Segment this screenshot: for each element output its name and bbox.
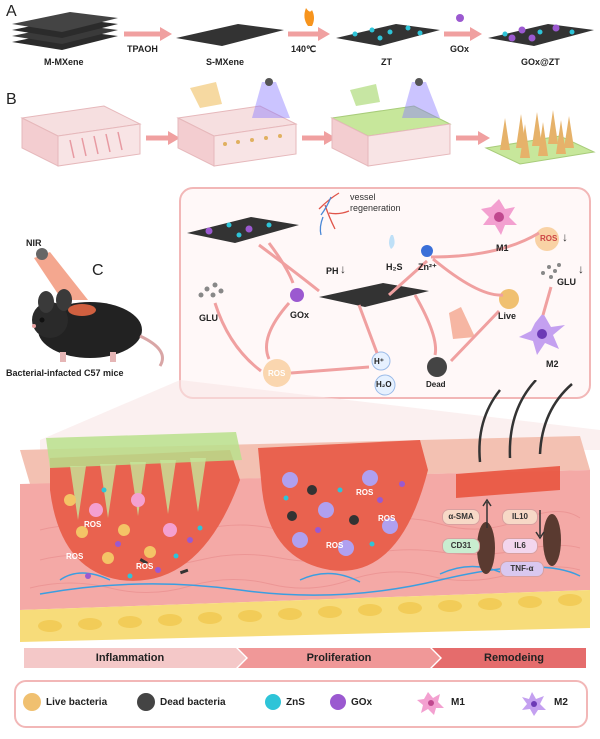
ph-label: PH <box>326 266 339 276</box>
h2o-label: H₂O <box>376 380 392 389</box>
nir-lamp-icon <box>36 248 48 260</box>
legend-live-bacteria: Live bacteria <box>46 697 108 708</box>
m2-label: M2 <box>546 359 559 369</box>
microneedle-patch <box>484 110 596 165</box>
zt-label: ZT <box>381 57 392 67</box>
marker-cd31: CD31 <box>442 538 480 554</box>
zt-sheet <box>336 24 440 46</box>
gox-zt-sheet <box>488 24 594 46</box>
ros-wound-6: ROS <box>326 541 344 550</box>
mold-backing <box>330 78 452 167</box>
ros-cloud-icon <box>535 227 559 251</box>
regeneration-label: regeneration <box>350 203 401 213</box>
dead-label: Dead <box>426 380 446 389</box>
stage-bar <box>24 648 586 668</box>
down-arrow-ros: ↓ <box>562 230 568 244</box>
arrow-gox <box>444 14 482 41</box>
mouse-illustration <box>32 248 164 367</box>
m-mxene-sheet <box>12 12 118 50</box>
ros-wound-4: ROS <box>356 488 374 497</box>
ros-wound-1: ROS <box>84 520 102 529</box>
mechanism-graphics <box>187 192 565 396</box>
gox-arrow-label: GOx <box>450 44 470 54</box>
marker-a-sma: α-SMA <box>442 509 480 525</box>
stage-proliferation: Proliferation <box>306 652 372 664</box>
arrow-heat <box>288 8 330 41</box>
marker-il10: IL10 <box>502 509 538 525</box>
vessel-label: vessel <box>350 192 376 202</box>
glu-dots-left-icon <box>198 282 224 298</box>
m-mxene-label: M-MXene <box>44 57 84 67</box>
panel-a-label: A <box>6 3 17 20</box>
hair-follicle <box>477 522 495 574</box>
h2o-bubble <box>374 374 396 396</box>
stage-remodeling: Remodeing <box>484 652 544 664</box>
legend-m2: M2 <box>554 697 568 708</box>
mold-empty <box>20 105 142 167</box>
wound-tissue <box>20 380 600 642</box>
ros-label-mech: ROS <box>540 234 558 243</box>
m2-cell-icon <box>519 313 565 355</box>
ros-wound-5: ROS <box>378 514 396 523</box>
marker-tnf: TNF-α <box>500 561 544 577</box>
arrow-tpaoh <box>124 27 172 41</box>
ros-wound-3: ROS <box>136 562 154 571</box>
legend-icons <box>23 692 546 716</box>
stage-inflammation: Inflammation <box>95 652 165 664</box>
legend-zns: ZnS <box>286 697 305 708</box>
glu-label-right: GLU <box>557 277 576 287</box>
uv-light-icon <box>252 82 290 118</box>
h-plus-bubble <box>371 351 391 371</box>
ros-label-bottom: ROS <box>268 369 286 378</box>
wound-patch-on-mouse <box>68 304 96 316</box>
mold-filled <box>176 78 298 167</box>
live-bacteria-mech-icon <box>499 289 519 309</box>
legend-box <box>14 680 588 728</box>
zt-sheet-mech <box>319 283 429 307</box>
legend-dead-bacteria: Dead bacteria <box>160 697 226 708</box>
panel-c-label: C <box>92 262 104 279</box>
zn-ion-icon <box>421 245 433 257</box>
gox-zt-label: GOx@ZT <box>521 57 560 67</box>
h2s-drop-icon <box>389 235 395 249</box>
s-mxene-sheet <box>176 24 284 46</box>
live-label: Live <box>498 311 517 321</box>
down-arrow-ph: ↓ <box>340 262 346 276</box>
gox-zt-sheet-mech <box>187 217 299 243</box>
gox-icon <box>330 694 346 710</box>
m1-label: M1 <box>496 243 509 253</box>
gox-label-mech: GOx <box>290 310 310 320</box>
h2s-label: H₂S <box>386 262 403 272</box>
mouse-caption: Bacterial-infacted C57 mice <box>6 368 124 378</box>
glu-dots-icon <box>541 263 561 279</box>
legend-m1: M1 <box>451 697 465 708</box>
s-mxene-label: S-MXene <box>206 57 245 67</box>
flame-icon <box>304 8 314 26</box>
panel-b-label: B <box>6 91 17 108</box>
hair-icon <box>478 380 573 463</box>
glu-label-left: GLU <box>199 313 218 323</box>
inflamed-wound <box>50 450 240 581</box>
legend-gox: GOx <box>351 697 373 708</box>
marker-il6: IL6 <box>502 538 538 554</box>
gox-particle-icon <box>456 14 464 22</box>
synthesis-graphics <box>12 8 594 50</box>
dead-bacteria-mech-icon <box>427 357 447 377</box>
gox-particle-mech-icon <box>290 288 304 302</box>
nir-beam <box>34 252 88 300</box>
temp-label: 140℃ <box>291 44 317 54</box>
uv-light-2-icon <box>402 82 440 118</box>
dead-bacteria-icon <box>137 693 155 711</box>
h-plus-label: H⁺ <box>374 357 384 366</box>
nir-label: NIR <box>26 238 42 248</box>
microneedle-fabrication <box>20 78 596 167</box>
tpaoh-label: TPAOH <box>127 44 158 54</box>
live-bacteria-icon <box>23 693 41 711</box>
zns-icon <box>265 694 281 710</box>
pipette-icon <box>190 82 222 108</box>
zn-label: Zn²⁺ <box>418 262 437 272</box>
down-arrow-glu: ↓ <box>578 262 584 276</box>
m1-cell-icon <box>481 199 517 235</box>
ros-wound-2: ROS <box>66 552 84 561</box>
